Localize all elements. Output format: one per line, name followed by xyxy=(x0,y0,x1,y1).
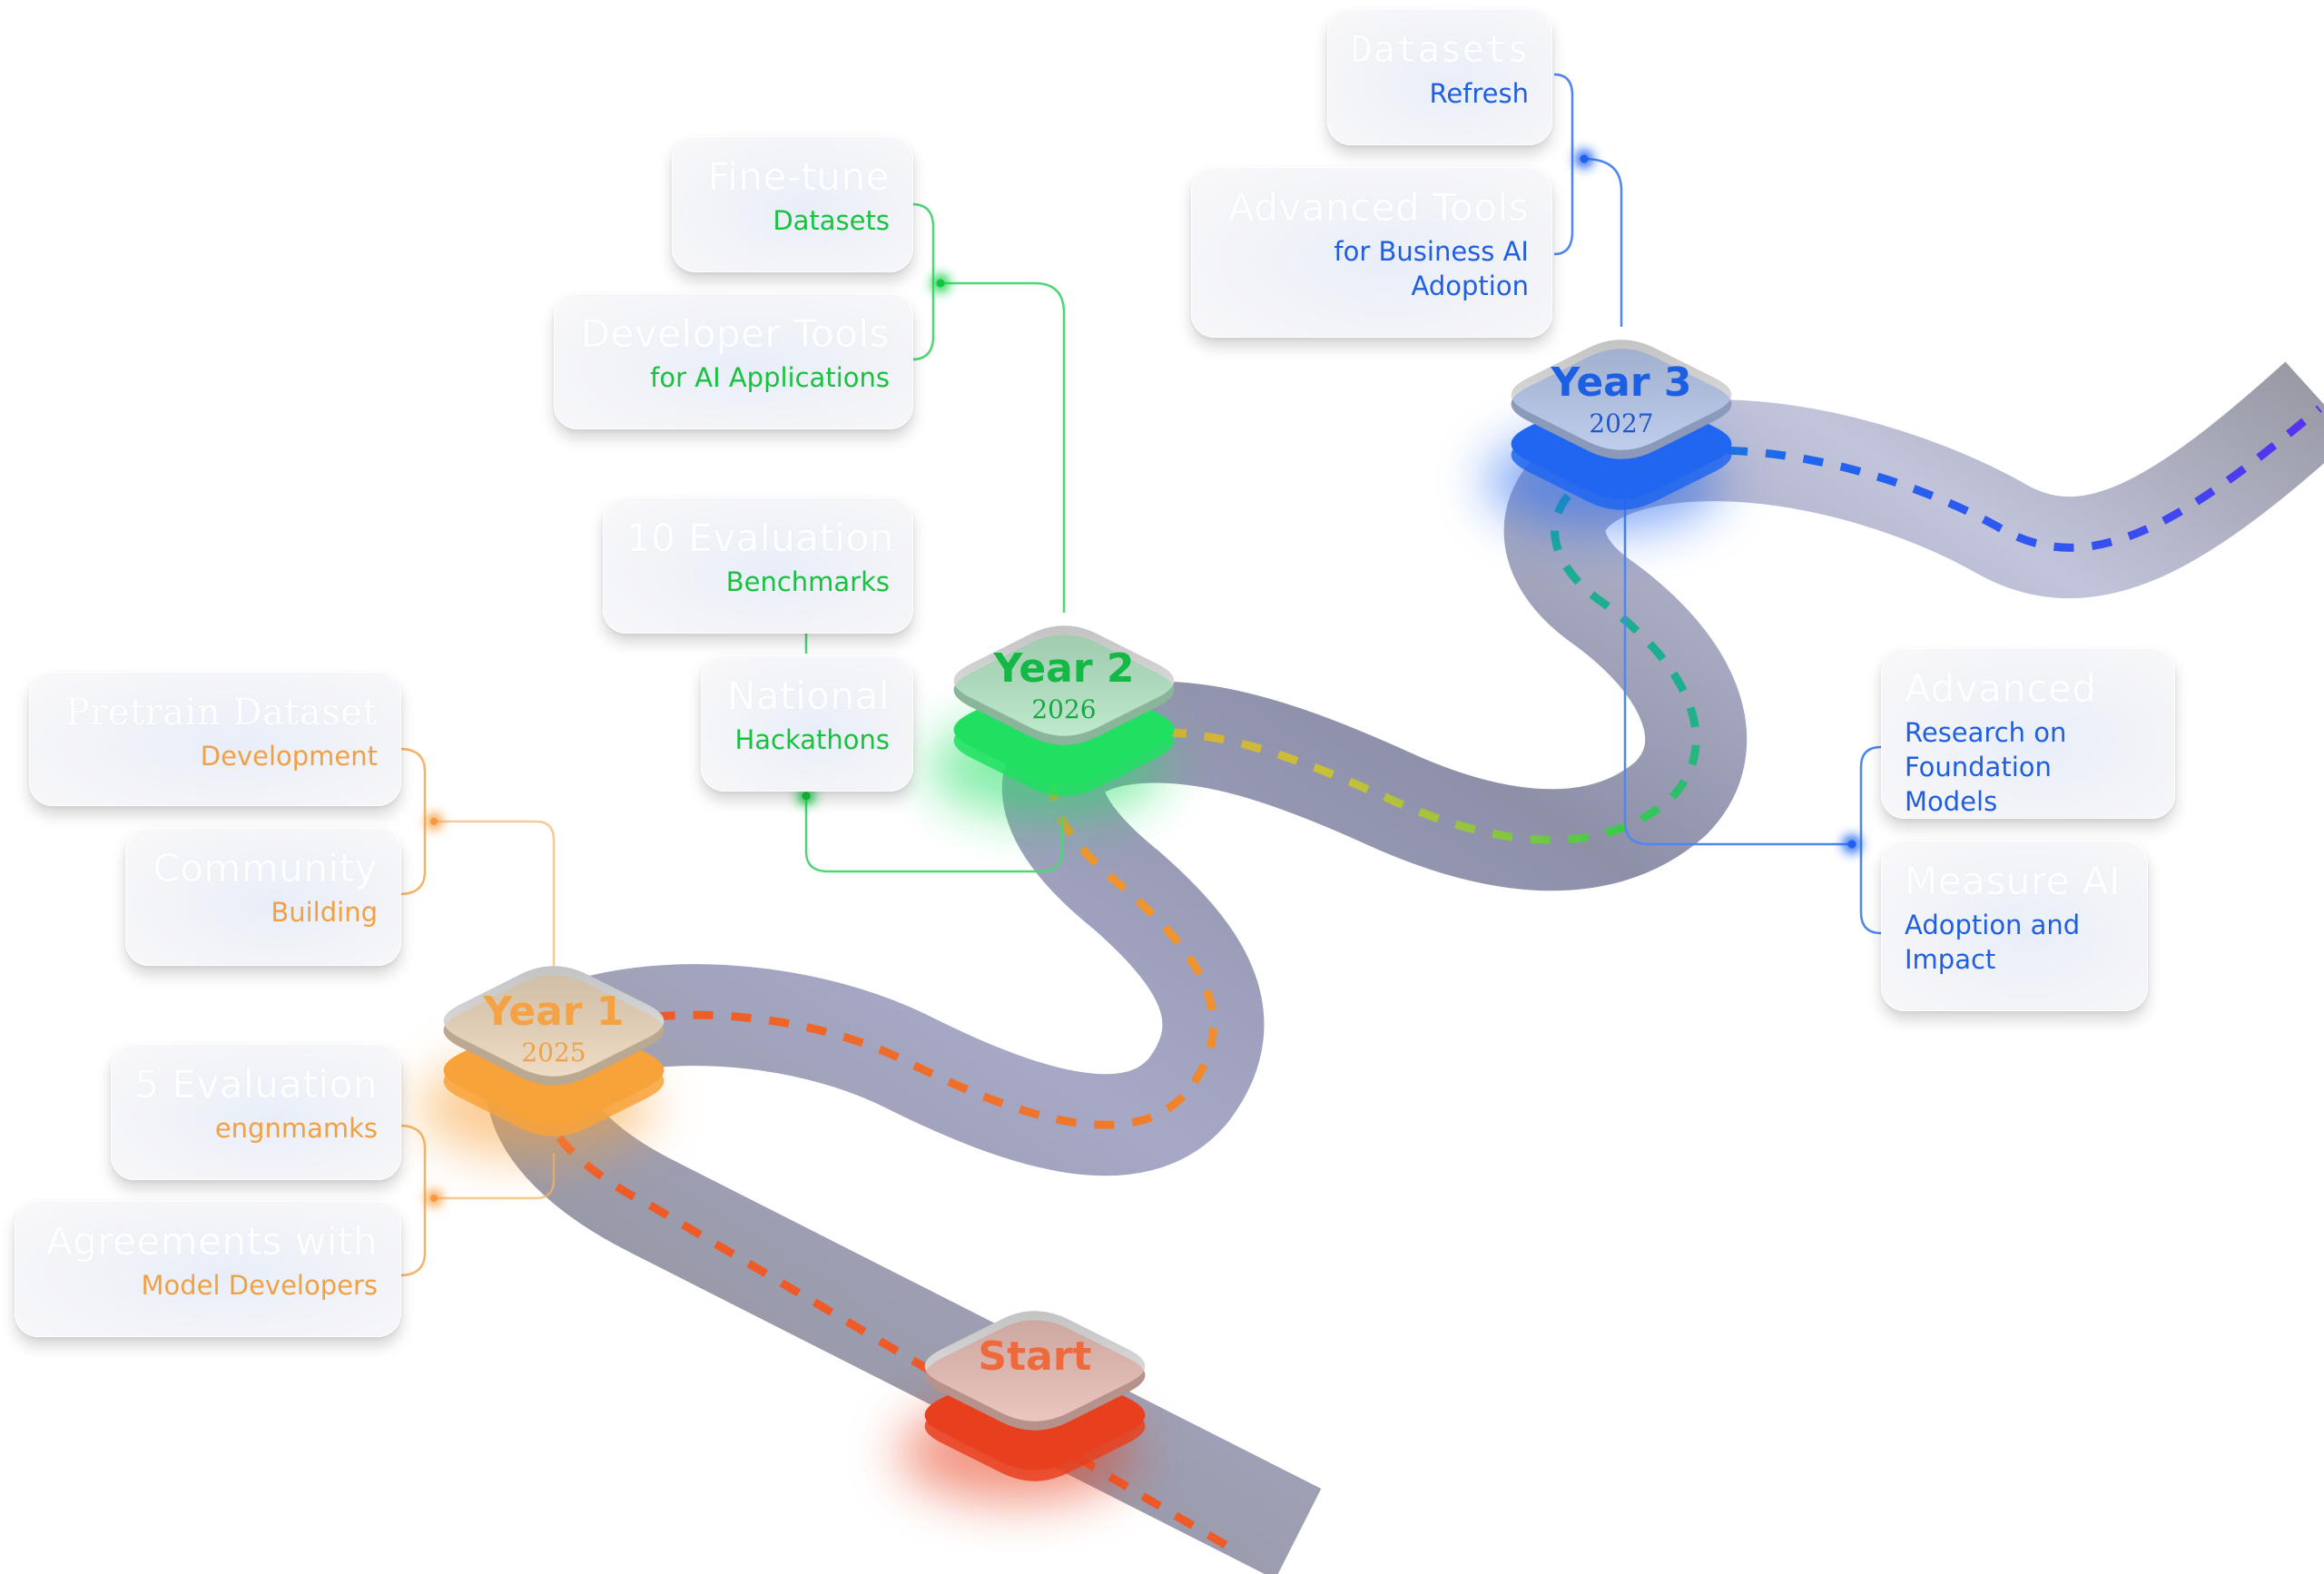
milestone-plate xyxy=(443,966,665,1077)
milestone-tile-start[interactable] xyxy=(899,1311,1146,1502)
card-fine-tune: Fine-tune Datasets xyxy=(672,136,913,272)
card-10-evaluation: 10 Evaluation Benchmarks xyxy=(603,497,913,634)
milestone-year-1[interactable]: Year 1 2025 xyxy=(427,989,681,1069)
card-5-evaluation: 5 Evaluation engnmamks xyxy=(111,1044,401,1180)
milestone-title: Year 1 xyxy=(483,989,625,1035)
milestone-title: Year 3 xyxy=(1551,359,1692,406)
card-title: Measure AI xyxy=(1905,859,2121,903)
milestone-tile-year2[interactable] xyxy=(928,625,1175,817)
card-title: 10 Evaluation xyxy=(626,516,894,560)
card-subtitle: Refresh xyxy=(1429,78,1529,109)
card-subtitle: for Business AI Adoption xyxy=(1334,236,1529,301)
milestone-title: Start xyxy=(978,1333,1092,1380)
road xyxy=(486,361,2324,1574)
card-subtitle: Adoption and Impact xyxy=(1905,910,2081,975)
milestones xyxy=(418,339,1732,1502)
milestone-year: 2025 xyxy=(521,1038,586,1067)
milestone-plate-tint xyxy=(953,635,1175,745)
milestone-year-2[interactable]: Year 2 2026 xyxy=(937,646,1191,726)
card-subtitle: Model Developers xyxy=(141,1270,378,1301)
card-subtitle: Development xyxy=(200,741,378,772)
card-title: Developer Tools xyxy=(580,311,890,356)
card-subtitle: Building xyxy=(271,897,378,928)
milestone-plate xyxy=(1511,339,1732,450)
card-title: Community xyxy=(153,846,378,890)
card-subtitle: Datasets xyxy=(773,205,890,236)
card-title: Fine-tune xyxy=(707,154,890,199)
card-advanced-tools: Advanced Tools for Business AI Adoption xyxy=(1191,167,1552,338)
card-title: Advanced Tools xyxy=(1227,185,1529,230)
milestone-year: 2026 xyxy=(1031,694,1097,724)
card-datasets-refresh: Datasets Refresh xyxy=(1327,9,1552,145)
card-title: 5 Evaluation xyxy=(134,1062,378,1107)
road-centerline xyxy=(532,405,2322,1549)
milestone-tile-year1[interactable] xyxy=(418,966,665,1157)
card-subtitle: engnmamks xyxy=(214,1113,378,1144)
card-title: Datasets xyxy=(1351,29,1530,71)
card-community-building: Community Building xyxy=(125,828,401,966)
card-agreements: Agreements with Model Developers xyxy=(15,1201,401,1337)
card-subtitle: for AI Applications xyxy=(650,362,890,393)
milestone-plate-tint xyxy=(1511,349,1732,459)
milestone-plate xyxy=(953,625,1175,736)
card-subtitle: Benchmarks xyxy=(725,566,890,597)
milestone-title: Year 2 xyxy=(993,645,1135,692)
milestone-tile-year3[interactable] xyxy=(1485,339,1732,531)
card-title: Pretrain Dataset xyxy=(64,692,378,733)
milestone-plate-tint xyxy=(443,975,665,1086)
milestone-year: 2027 xyxy=(1589,408,1654,438)
milestone-plate xyxy=(924,1311,1146,1422)
card-national-hackathons: National Hackathons xyxy=(701,655,913,792)
card-developer-tools: Developer Tools for AI Applications xyxy=(554,293,913,429)
card-title: Agreements with xyxy=(45,1219,378,1264)
card-title: Advanced xyxy=(1905,666,2097,711)
milestone-year-3[interactable]: Year 3 2027 xyxy=(1494,360,1748,440)
card-advanced-research: Advanced Research on Foundation Models xyxy=(1881,648,2175,819)
card-subtitle: Research on Foundation Models xyxy=(1905,717,2067,817)
card-title: National xyxy=(726,674,890,718)
milestone-plate-tint xyxy=(924,1320,1146,1431)
card-subtitle: Hackathons xyxy=(734,724,890,755)
card-measure-ai: Measure AI Adoption and Impact xyxy=(1881,841,2148,1011)
connectors-year1 xyxy=(399,747,556,1277)
connectors-year3 xyxy=(1553,73,1882,935)
card-pretrain-dataset: Pretrain Dataset Development xyxy=(29,672,401,806)
milestone-start[interactable]: Start xyxy=(908,1334,1162,1380)
